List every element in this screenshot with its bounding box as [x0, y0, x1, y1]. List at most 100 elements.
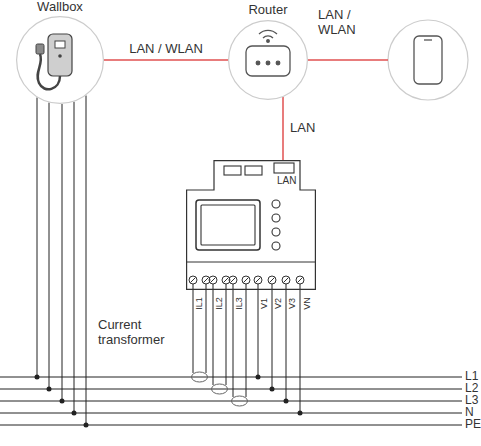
terminal-screw [270, 278, 275, 283]
junction-dot [35, 375, 89, 428]
line-name: PE [465, 418, 481, 432]
voltage-wire [284, 399, 289, 404]
terminal-screw [211, 278, 216, 283]
meter-detail [272, 200, 280, 208]
current-transformer-wire [233, 284, 234, 397]
connection-label: LAN / WLAN [318, 8, 360, 38]
router-icon [259, 30, 277, 34]
pin-name: V2 [274, 297, 283, 308]
terminal-screw [191, 278, 196, 283]
phone-icon [414, 36, 442, 84]
pin-name: V3 [288, 297, 297, 308]
terminal-screw [254, 276, 262, 284]
junction-dot [47, 387, 52, 392]
phone-circle [388, 20, 468, 100]
current-transformer-wire [212, 384, 228, 394]
line-name: L3 [465, 394, 478, 408]
wallbox-icon [55, 41, 65, 48]
wallbox-icon [36, 34, 72, 89]
junction-dot [84, 423, 89, 428]
energy-meter: LAN [186, 160, 316, 290]
meter-detail [272, 228, 280, 236]
current-transformer-wire [232, 396, 248, 406]
network-connector [282, 97, 284, 160]
node-outline [229, 21, 308, 100]
junction-dot [72, 411, 77, 416]
current-transformer-wire [192, 284, 248, 406]
terminal-screw [209, 276, 217, 284]
junction-dot [35, 375, 40, 380]
wallbox-wire [86, 96, 87, 426]
current-transformer-wire [246, 284, 247, 397]
terminal-screw [256, 278, 261, 283]
meter-detail [274, 163, 294, 173]
line-name: N [465, 406, 474, 420]
pin-name: V1 [260, 297, 269, 308]
meter-detail [196, 163, 294, 250]
wallbox-wire [74, 102, 75, 413]
wallbox-icon [48, 34, 72, 76]
wallbox-wire [49, 103, 50, 389]
current-transformer-wire [213, 284, 214, 385]
connection-label: LAN [288, 121, 317, 136]
bus-line [0, 425, 462, 426]
wallbox-icon [36, 44, 44, 54]
node-outline [17, 17, 104, 104]
router-icon [246, 46, 290, 76]
router-icon [246, 30, 290, 76]
pin-name: IL1 [195, 297, 204, 310]
meter-detail [201, 205, 255, 245]
pin-name: VN [302, 297, 311, 310]
node-title: Router [246, 3, 289, 18]
terminal-screw [268, 276, 276, 284]
meter-detail [196, 200, 260, 250]
router-icon [266, 61, 270, 65]
wallbox-circle: Wallbox [16, 16, 104, 104]
node-outline [228, 20, 308, 100]
node-title: Wallbox [35, 0, 85, 15]
terminal-screw [229, 276, 237, 284]
terminal-screw [224, 278, 229, 283]
terminal-screw [296, 276, 304, 284]
router-circle: Router [228, 20, 308, 100]
voltage-wire [286, 284, 287, 401]
node-outline [16, 16, 104, 104]
meter-detail [187, 262, 316, 263]
current-transformer-wire [192, 372, 208, 382]
current-transformer-wire [193, 284, 194, 373]
current-transformer-wire [226, 284, 227, 385]
terminal-screw [204, 278, 209, 283]
meter-detail [272, 214, 280, 222]
voltage-wire [270, 387, 275, 392]
line-name: L1 [465, 370, 478, 384]
voltage-wire [256, 284, 303, 416]
terminal-screw [298, 278, 303, 283]
meter-detail [245, 166, 262, 175]
meter-detail [272, 242, 280, 250]
network-line [308, 59, 388, 61]
router-icon [263, 36, 273, 38]
network-connector [104, 59, 228, 61]
wallbox-icon [38, 54, 60, 89]
pin-name: IL2 [215, 297, 224, 310]
network-line [308, 59, 388, 61]
node-outline [187, 161, 316, 290]
router-icon [256, 61, 260, 65]
meter-detail [224, 166, 241, 175]
terminal-screw [244, 278, 249, 283]
phone-circle [388, 20, 468, 100]
port-label: LAN [275, 175, 298, 187]
node-outline [186, 160, 316, 290]
connection-label: LAN / WLAN [127, 42, 205, 57]
bus-line [0, 413, 462, 414]
wallbox-wire [62, 104, 63, 401]
phone-icon [424, 39, 432, 40]
voltage-wire [272, 284, 273, 389]
router-icon [276, 61, 280, 65]
wallbox-icon [58, 54, 62, 58]
terminal-screw [189, 276, 304, 284]
